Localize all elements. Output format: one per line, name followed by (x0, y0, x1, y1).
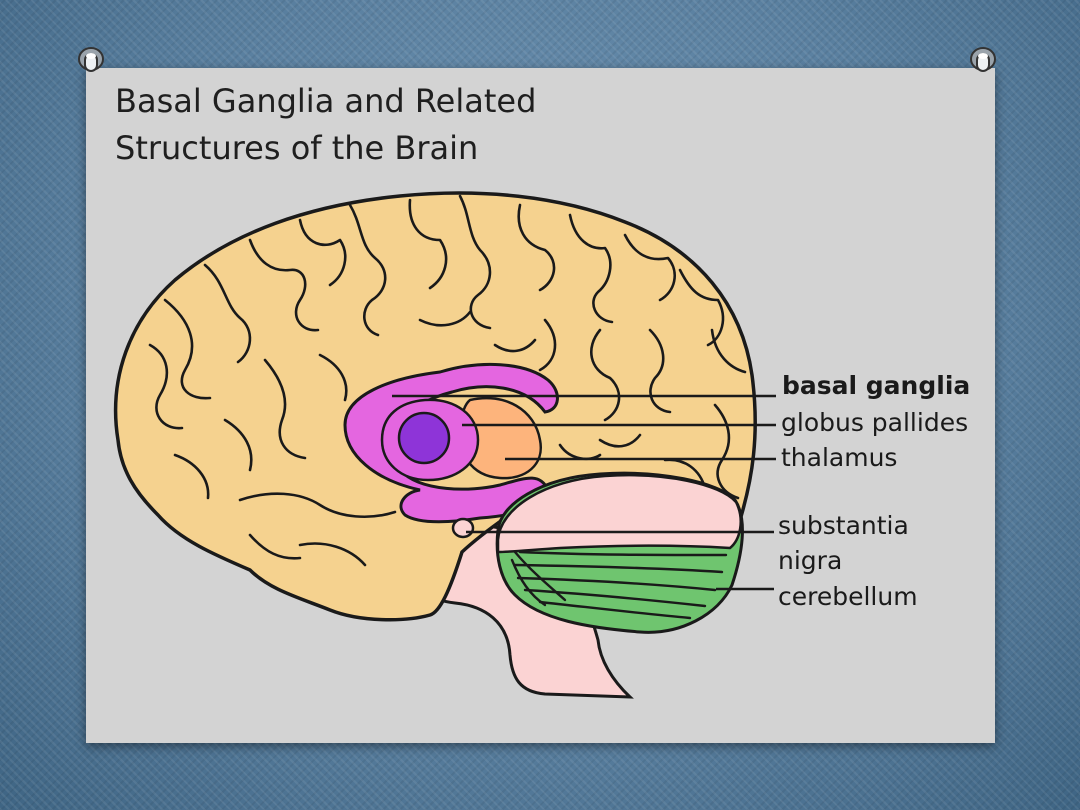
label-globus-pallides: globus pallides (781, 408, 969, 437)
pushpin-left-icon (78, 47, 104, 72)
cerebellum-folia (510, 550, 728, 620)
pushpin-right-icon (970, 47, 996, 72)
title-line-2: Structures of the Brain (115, 129, 479, 167)
basal-ganglia-region (343, 363, 559, 524)
substantia-nigra-region (451, 517, 475, 539)
brain-sulci (148, 194, 747, 567)
label-cerebellum: cerebellum (778, 582, 918, 611)
label-thalamus: thalamus (781, 443, 898, 472)
label-substantia: substantia (778, 511, 909, 540)
diagram-title: Basal Ganglia and Related Structures of … (115, 78, 675, 172)
globus-pallides-region (397, 411, 451, 465)
title-line-1: Basal Ganglia and Related (115, 82, 537, 120)
label-basal-ganglia: basal ganglia (782, 371, 971, 400)
leader-lines (392, 394, 776, 591)
label-nigra: nigra (778, 546, 843, 575)
